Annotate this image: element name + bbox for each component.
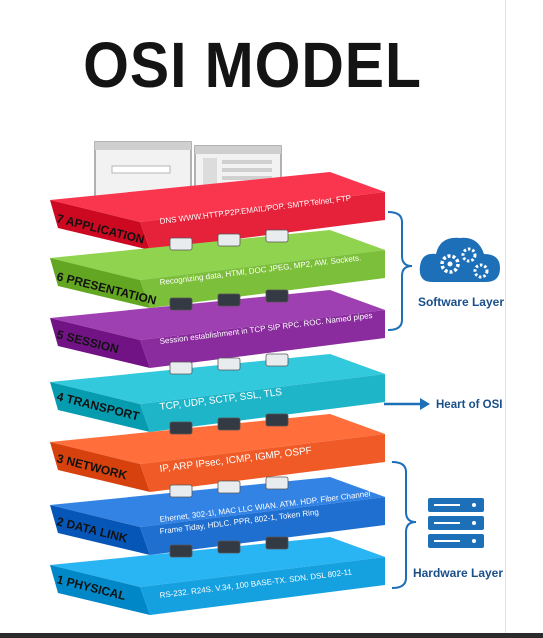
layer-left-face xyxy=(50,382,150,432)
page-title: OSI MODEL xyxy=(83,29,422,101)
device-icon xyxy=(169,289,289,311)
layer-left-face xyxy=(50,200,150,250)
right-divider xyxy=(505,0,506,638)
layer-front-face xyxy=(140,557,385,615)
layer-front-face xyxy=(140,374,385,432)
arrow-right-icon xyxy=(384,398,430,410)
device-icon xyxy=(169,353,289,375)
layer-left-face xyxy=(50,318,150,368)
gears-cloud-icon xyxy=(419,237,500,282)
software-bracket xyxy=(387,211,413,331)
layer-top-face xyxy=(50,290,385,340)
layer-top-face xyxy=(50,172,385,222)
software-layer-label: Software Layer xyxy=(418,295,504,309)
layer-top-face xyxy=(50,354,385,404)
layer-front-face xyxy=(140,434,385,492)
layer-front-face xyxy=(140,192,385,250)
layer-left-face xyxy=(50,505,150,555)
layer-left-face xyxy=(50,258,150,308)
layer-front-face xyxy=(140,250,385,308)
device-icon xyxy=(169,413,289,435)
layer-left-face xyxy=(50,442,150,492)
layer-front-face xyxy=(140,497,385,555)
layer-top-face xyxy=(50,414,385,464)
layer-top-face xyxy=(50,230,385,280)
server-stack-icon xyxy=(428,498,484,548)
hardware-layer-label: Hardware Layer xyxy=(413,566,503,580)
device-icon xyxy=(169,476,289,498)
heart-of-osi-label: Heart of OSI xyxy=(436,399,502,411)
hardware-bracket xyxy=(391,461,417,589)
layer-top-face xyxy=(50,477,385,527)
layer-top-face xyxy=(50,537,385,587)
layer-left-face xyxy=(50,565,150,615)
device-icon xyxy=(169,536,289,558)
bottom-divider xyxy=(0,633,543,638)
device-icon xyxy=(169,229,289,251)
layer-front-face xyxy=(140,310,385,368)
